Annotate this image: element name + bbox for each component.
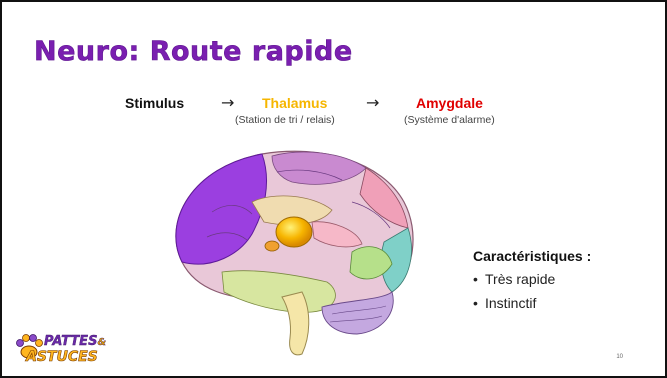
amygdale-label: Amygdale xyxy=(416,95,483,111)
feature-item: •Instinctif xyxy=(473,295,591,311)
amygdale-caption: (Système d'alarme) xyxy=(404,114,495,126)
feature-item-label: Très rapide xyxy=(485,271,555,287)
stimulus-label: Stimulus xyxy=(125,95,184,111)
arrow-icon: → xyxy=(221,93,234,112)
pathway-flow: Stimulus → Thalamus (Station de tri / re… xyxy=(2,92,665,132)
logo-text-pattes: PATTES xyxy=(44,334,97,349)
features-block: Caractéristiques : •Très rapide •Instinc… xyxy=(473,248,591,319)
arrow-icon: → xyxy=(366,93,379,112)
thalamus-caption: (Station de tri / relais) xyxy=(235,114,335,126)
page-number: 10 xyxy=(616,354,623,360)
feature-item-label: Instinctif xyxy=(485,295,536,311)
feature-item: •Très rapide xyxy=(473,271,591,287)
page-title: Neuro: Route rapide xyxy=(34,36,353,67)
thalamus-label: Thalamus xyxy=(262,95,327,111)
logo-ampersand: & xyxy=(97,337,106,348)
brain-illustration xyxy=(152,142,432,362)
bullet-icon: • xyxy=(473,295,485,311)
bullet-icon: • xyxy=(473,271,485,287)
pattes-astuces-logo: PATTES& ASTUCES xyxy=(8,330,128,370)
logo-text-astuces: ASTUCES xyxy=(26,349,98,365)
features-heading: Caractéristiques : xyxy=(473,248,591,264)
